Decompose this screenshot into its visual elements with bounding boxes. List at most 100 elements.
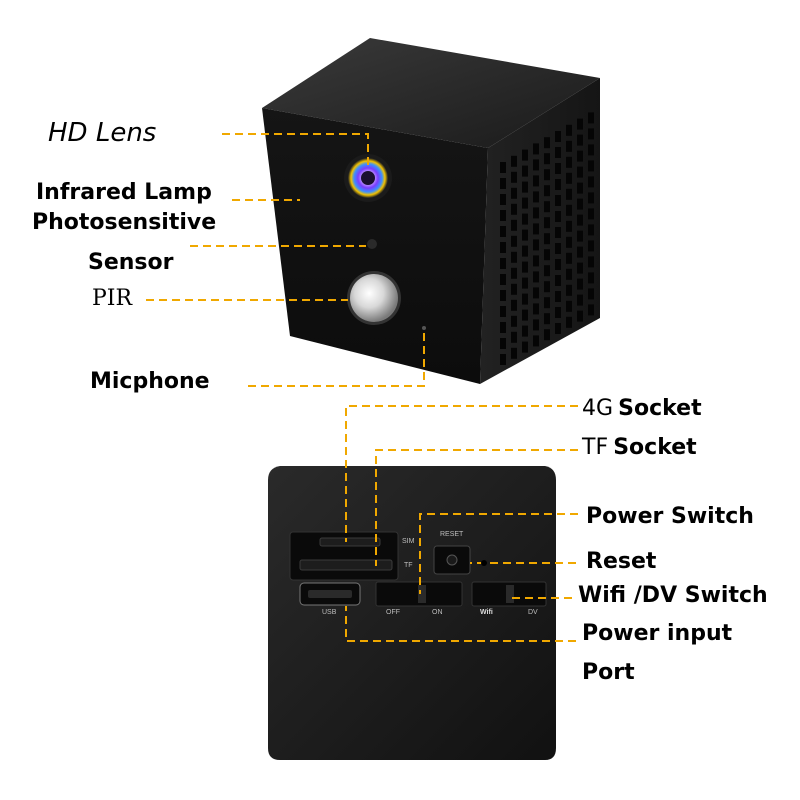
vent-slot <box>577 166 583 178</box>
vent-slot <box>500 178 506 189</box>
vent-slot <box>544 217 550 229</box>
vent-slot <box>533 191 539 203</box>
vent-slot <box>533 223 539 235</box>
vent-slot <box>555 307 561 318</box>
vent-slot <box>500 242 506 253</box>
vent-slot <box>533 175 539 187</box>
vent-slot <box>533 303 539 315</box>
photosensitive-sensor <box>367 239 377 249</box>
label-sensor: Sensor <box>88 250 174 275</box>
vent-slot <box>500 162 506 173</box>
camera-back-panel <box>268 466 556 760</box>
vent-slot <box>511 203 517 215</box>
vent-slot <box>566 188 572 200</box>
vent-slot <box>566 284 572 296</box>
vent-slot <box>577 230 583 242</box>
vent-slot <box>588 144 594 156</box>
vent-slot <box>577 118 583 130</box>
vent-slot <box>577 278 583 290</box>
vent-slot <box>588 224 594 236</box>
vent-slot <box>533 335 539 347</box>
vent-slot <box>566 204 572 216</box>
vent-slot <box>544 137 550 149</box>
vent-slot <box>511 283 517 295</box>
vent-slot <box>533 239 539 251</box>
vent-slot <box>588 304 594 316</box>
vent-slot <box>577 246 583 258</box>
label-pir: PIR <box>92 286 133 311</box>
panel-marking-usb: USB <box>322 609 337 616</box>
vent-slot <box>577 134 583 146</box>
vent-slot <box>544 313 550 325</box>
vent-slot <box>566 220 572 232</box>
vent-slot <box>566 156 572 168</box>
vent-slot <box>566 172 572 184</box>
vent-slot <box>588 176 594 188</box>
vent-slot <box>511 267 517 279</box>
vent-slot <box>577 262 583 274</box>
vent-slot <box>522 245 528 257</box>
leader-hd-lens <box>222 133 369 170</box>
vent-slot <box>500 226 506 237</box>
vent-slot <box>555 131 561 142</box>
vent-slot <box>511 219 517 231</box>
vent-slot <box>555 243 561 254</box>
vent-slot <box>588 272 594 284</box>
microphone-hole <box>422 326 426 330</box>
vent-slot <box>566 300 572 312</box>
camera-front-body <box>262 38 600 384</box>
vent-slot <box>511 155 517 167</box>
vent-slot <box>533 143 539 155</box>
vent-slot <box>577 150 583 162</box>
vent-slot <box>500 322 506 333</box>
vent-slot <box>533 271 539 283</box>
vent-slot <box>522 293 528 305</box>
vent-slot <box>555 227 561 238</box>
vent-slot <box>511 315 517 327</box>
vent-slot <box>566 140 572 152</box>
panel-marking-on: ON <box>432 609 443 616</box>
hd-lens <box>344 154 392 202</box>
vent-slot <box>522 229 528 241</box>
vent-slot <box>566 236 572 248</box>
pir-sensor <box>347 271 401 325</box>
vent-slot <box>511 299 517 311</box>
vent-slot <box>544 281 550 293</box>
vent-slot <box>511 171 517 183</box>
vent-slot <box>511 251 517 263</box>
vent-slot <box>511 187 517 199</box>
panel-marking-sim: SIM <box>402 538 415 545</box>
label-port: Port <box>582 660 635 685</box>
tf-slot <box>299 559 393 571</box>
vent-slot <box>566 124 572 136</box>
vent-slot <box>588 160 594 172</box>
vent-slot <box>544 297 550 309</box>
vent-slot <box>511 235 517 247</box>
vent-slot <box>522 309 528 321</box>
label-infrared-lamp: Infrared Lamp <box>36 180 212 205</box>
vent-slot <box>544 185 550 197</box>
leader-power-switch <box>419 513 578 594</box>
label-tf-prefix: TF <box>582 435 609 460</box>
vent-slot <box>500 194 506 205</box>
vent-slot <box>588 240 594 252</box>
vent-slot <box>566 268 572 280</box>
vent-slot <box>522 277 528 289</box>
vent-slot <box>511 347 517 359</box>
vent-slot <box>588 288 594 300</box>
vent-slot <box>544 153 550 165</box>
vent-slot <box>500 210 506 221</box>
vent-slot <box>588 208 594 220</box>
vent-slot <box>500 258 506 269</box>
label-power-switch: Power Switch <box>586 504 754 529</box>
vent-slot <box>544 265 550 277</box>
vent-slot <box>522 325 528 337</box>
vent-slot <box>555 211 561 222</box>
sim-slot <box>319 537 381 547</box>
vent-slot <box>522 341 528 353</box>
vent-slot <box>577 182 583 194</box>
vent-slot <box>522 165 528 177</box>
vent-slot <box>577 294 583 306</box>
vent-slot <box>577 310 583 322</box>
vent-slot <box>555 323 561 334</box>
